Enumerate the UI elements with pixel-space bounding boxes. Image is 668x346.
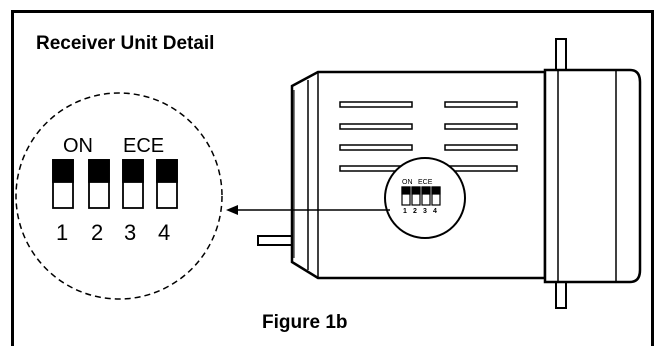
small-ece-label: ECE [418,179,433,186]
arrow-head [226,205,238,215]
position-2: 2 [91,220,103,245]
dip-switch-large [52,159,178,209]
small-pos-4: 4 [433,208,437,215]
position-4: 4 [158,220,170,245]
small-on-label: ON [402,179,413,186]
on-label: ON [63,135,93,157]
dip-switch-small [401,186,441,206]
vent-slots [339,101,518,172]
dip-switch-detail-circle [15,92,223,300]
small-pos-1: 1 [403,208,407,215]
figure-caption: Figure 1b [262,312,348,333]
ece-label: ECE [123,135,164,157]
small-pos-2: 2 [413,208,417,215]
receiver-end-cap [543,68,642,284]
position-3: 3 [124,220,136,245]
small-pos-3: 3 [423,208,427,215]
figure-heading: Receiver Unit Detail [36,33,215,54]
position-1: 1 [56,220,68,245]
cable-stub [257,235,293,246]
figure-frame [11,10,654,346]
